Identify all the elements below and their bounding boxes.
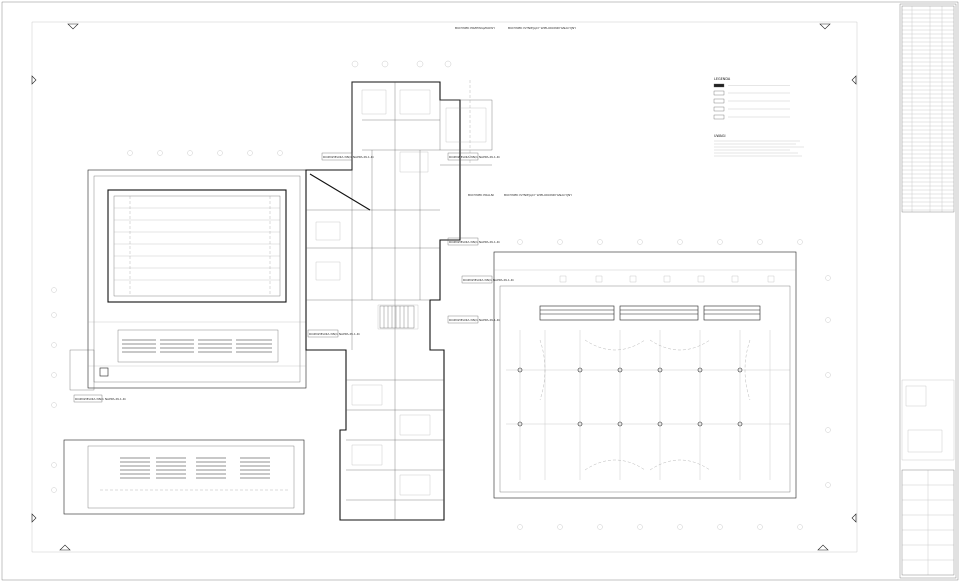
room-tag-5: ROZDZIELNIA NN/1 NAPPA-IN-1-Ri — [449, 318, 500, 322]
pool-hall — [69, 169, 307, 391]
hall-bleachers — [539, 305, 761, 321]
entrance-tag-label: ROZDZIELNIA NN/1 NAPPA-IN-1-Ri — [75, 397, 126, 401]
connector-block — [439, 80, 493, 166]
note-mid-1: BUDYNEK PRALNI — [468, 193, 494, 197]
stair-core — [379, 305, 415, 329]
room-tags: ROZDZIELNIA NN/1 NAPPA-IN-1-Ri ROZDZIELN… — [307, 152, 514, 338]
sports-hall — [493, 251, 797, 499]
entrance-tag: ROZDZIELNIA NN/1 NAPPA-IN-1-Ri — [73, 394, 126, 403]
title-block — [899, 3, 957, 579]
mid-notes: BUDYNEK PRALNI BUDYNEK ISTNIEJĄCY WIELOK… — [468, 193, 572, 197]
uwagi-title: UWAGI — [714, 134, 726, 138]
top-notes: BUDYNEK PRZEWIĄZKOWY BUDYNEK ISTNIEJĄCY … — [455, 26, 576, 30]
grid-bubbles-top — [51, 60, 831, 530]
corner-markers — [31, 23, 857, 551]
room-tag-2: ROZDZIELNIA NN/1 NAPPA-IN-1-Ri — [449, 155, 500, 159]
legend: LEGENDA UWAGI — [713, 77, 804, 157]
note-top-2: BUDYNEK ISTNIEJĄCY WIELOKONDYGNACYJNY — [508, 26, 576, 30]
lower-auditorium — [63, 439, 305, 515]
room-tag-6: ROZDZIELNIA NN/1 NAPPA-IN-1-Ri — [309, 332, 360, 336]
central-wing — [305, 81, 461, 521]
drawing-area-border — [31, 21, 858, 553]
room-tag-3: ROZDZIELNIA NN/1 NAPPA-IN-1-Ri — [449, 240, 500, 244]
legend-title: LEGENDA — [714, 77, 731, 81]
note-top-1: BUDYNEK PRZEWIĄZKOWY — [455, 26, 495, 30]
room-tag-4: ROZDZIELNIA NN/1 NAPPA-IN-1-Ri — [463, 278, 514, 282]
pool-seating — [122, 339, 272, 353]
pool-basin — [107, 189, 287, 303]
room-tag-1: ROZDZIELNIA NN/1 NAPPA-IN-1-Ri — [323, 155, 374, 159]
court-lines — [506, 330, 790, 480]
note-mid-2: BUDYNEK ISTNIEJĄCY WIELOKONDYGNACYJNY — [504, 193, 572, 197]
